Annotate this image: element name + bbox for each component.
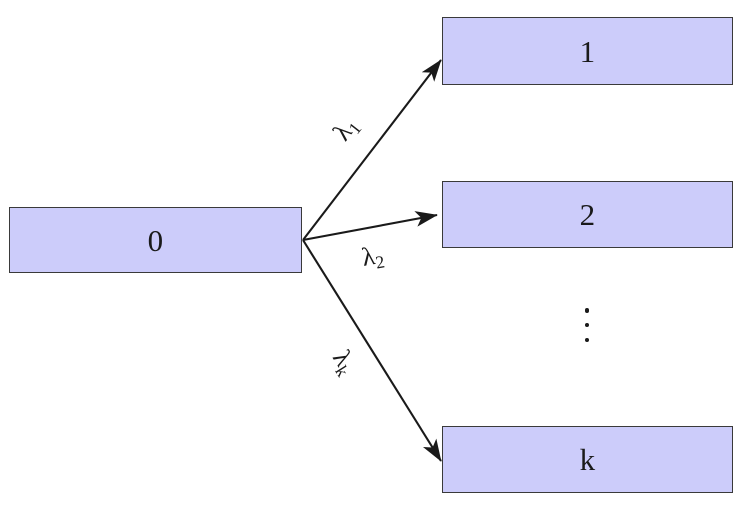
edge-label-lambda-k: λk (325, 345, 361, 380)
node-box-target-1: 1 (442, 17, 733, 85)
edge-label-lambda-2: λ2 (360, 241, 387, 275)
node-box-target-2: 2 (442, 181, 733, 248)
node-label-target-2: 2 (579, 197, 596, 232)
node-box-target-k: k (442, 426, 733, 493)
edge-label-lambda-1: λ1 (327, 112, 365, 147)
vertical-ellipsis-icon (584, 308, 590, 342)
edge-arrow-lambda-1 (302, 59, 442, 241)
ellipsis-dot (584, 322, 590, 328)
node-box-source: 0 (9, 207, 302, 273)
ellipsis-dot (584, 337, 590, 342)
node-label-target-k: k (579, 442, 596, 477)
node-label-target-1: 1 (579, 33, 596, 69)
node-label-source: 0 (147, 222, 164, 258)
ellipsis-dot (584, 308, 590, 313)
edge-arrow-lambda-2 (302, 211, 438, 242)
